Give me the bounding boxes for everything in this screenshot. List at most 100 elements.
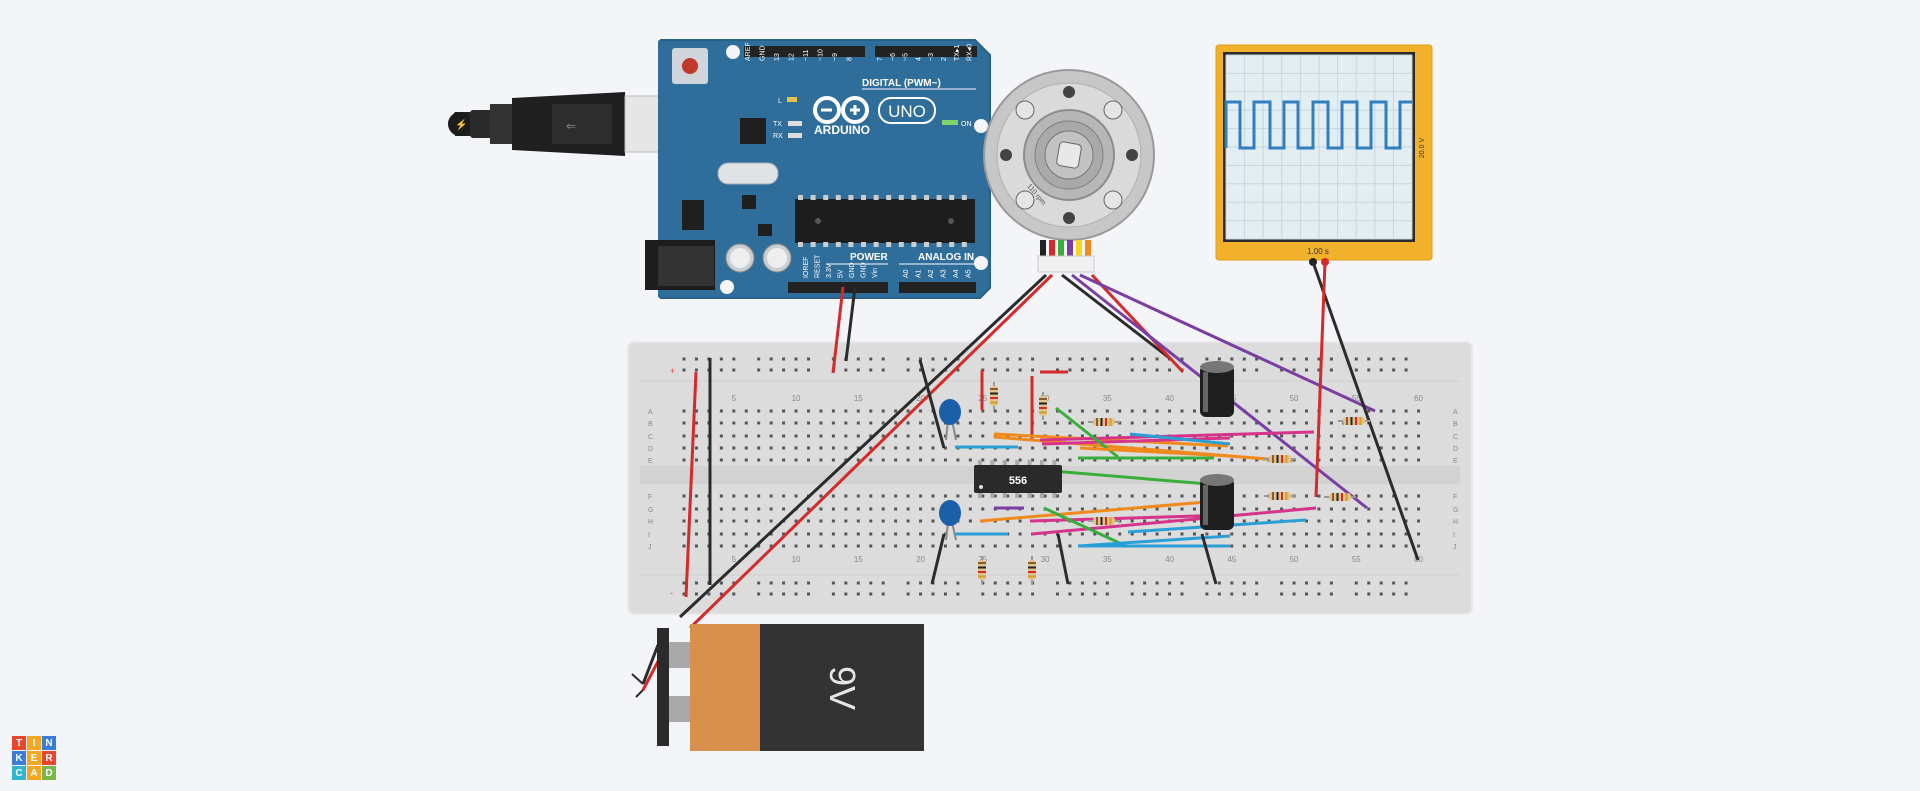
- analog-header-label: ANALOG IN: [918, 252, 974, 263]
- wire-motor-red: [688, 273, 1054, 630]
- power-header-label: POWER: [850, 252, 889, 263]
- analog-pin-label: A5: [966, 269, 973, 278]
- electrolytic-capacitor-top[interactable]: [1200, 361, 1234, 417]
- analog-pin-label: A3: [941, 269, 948, 278]
- logo-letter: E: [27, 751, 41, 765]
- resistor[interactable]: [1264, 455, 1296, 463]
- row-letter: D: [648, 446, 653, 453]
- row-letter: C: [648, 434, 653, 441]
- oscilloscope-trace: [1224, 100, 1412, 150]
- oscilloscope[interactable]: 1.00 s 20.0 V: [1215, 44, 1433, 266]
- resistor[interactable]: [1338, 417, 1370, 425]
- row-letter: G: [1453, 507, 1458, 514]
- column-number: 20: [916, 555, 925, 564]
- column-number: 10: [792, 394, 801, 403]
- column-number: 55: [1352, 555, 1361, 564]
- column-number: 50: [1290, 555, 1299, 564]
- led-l-label: L: [778, 98, 782, 105]
- logo-letter: D: [42, 766, 56, 780]
- column-number: 30: [1041, 555, 1050, 564]
- column-number: 5: [732, 394, 737, 403]
- analog-pin-label: A0: [903, 269, 910, 278]
- digital-pin-label: ~3: [928, 53, 935, 61]
- resistor[interactable]: [990, 382, 998, 410]
- svg-text:-: -: [670, 588, 673, 598]
- digital-header-right: [875, 46, 977, 57]
- row-letter: B: [1453, 421, 1458, 428]
- row-letter: B: [648, 421, 653, 428]
- power-pin-label: 5V: [838, 269, 845, 278]
- scope-time-label: 1.00 s: [1307, 247, 1329, 256]
- wire-gnd: [844, 286, 857, 362]
- ceramic-capacitor-top[interactable]: [939, 399, 961, 441]
- column-number: 5: [732, 555, 737, 564]
- logo-letter: I: [27, 736, 41, 750]
- column-number: 35: [1103, 555, 1112, 564]
- atmega-chip: [795, 199, 975, 243]
- power-pin-label: Vin: [872, 268, 879, 278]
- digital-pin-label: 2: [941, 57, 948, 61]
- row-letter: J: [648, 544, 652, 551]
- logo-letter: A: [27, 766, 41, 780]
- digital-pin-label: AREF: [745, 42, 752, 61]
- svg-text:+: +: [670, 366, 675, 376]
- resistor[interactable]: [1088, 418, 1120, 426]
- row-letter: A: [1453, 409, 1458, 416]
- svg-text:⚡: ⚡: [455, 118, 467, 131]
- resistor[interactable]: [1324, 493, 1356, 501]
- column-number: 55: [1352, 394, 1361, 403]
- column-number: 35: [1103, 394, 1112, 403]
- row-letter: E: [648, 458, 653, 465]
- column-number: 10: [792, 555, 801, 564]
- analog-header: [899, 282, 976, 293]
- rail-minus-bottom-label: -: [670, 588, 673, 598]
- arduino-model: UNO: [888, 102, 926, 121]
- digital-pin-label: 8: [847, 57, 854, 61]
- column-number: 15: [854, 394, 863, 403]
- scope-volt-label: 20.0 V: [1419, 138, 1426, 159]
- resistor[interactable]: [1264, 492, 1296, 500]
- digital-pin-label: 12: [789, 53, 796, 61]
- column-number: 40: [1165, 555, 1174, 564]
- wire-scope-red: [1314, 261, 1327, 498]
- resistor[interactable]: [1028, 556, 1036, 584]
- chip-label: 556: [1009, 475, 1027, 487]
- voltage-regulator: [682, 200, 704, 230]
- power-pin-label: IOREF: [803, 257, 810, 278]
- ic-556[interactable]: 556: [974, 460, 1062, 498]
- led-tx-label: TX: [773, 121, 782, 128]
- resistor[interactable]: [1039, 392, 1047, 420]
- column-number: 15: [854, 555, 863, 564]
- dc-motor[interactable]: 110 rpm: [983, 69, 1155, 273]
- digital-pin-label: 7: [877, 57, 884, 61]
- row-letter: C: [1453, 434, 1458, 441]
- row-letter: I: [648, 532, 650, 539]
- row-letter: F: [648, 494, 652, 501]
- wire-5v: [831, 286, 845, 374]
- resistor[interactable]: [1088, 517, 1120, 525]
- logo-letter: R: [42, 751, 56, 765]
- board-components[interactable]: 556: [939, 361, 1370, 584]
- arduino-logo: [813, 96, 869, 124]
- logo-letter: T: [12, 736, 26, 750]
- electrolytic-capacitor-bottom[interactable]: [1200, 474, 1234, 530]
- ceramic-capacitor-bottom[interactable]: [939, 500, 961, 541]
- digital-pin-label: GND: [760, 45, 767, 61]
- row-letter: H: [1453, 519, 1458, 526]
- analog-pin-label: A4: [953, 269, 960, 278]
- row-letter: I: [1453, 532, 1455, 539]
- row-letter: J: [1453, 544, 1457, 551]
- digital-pin-label: ~6: [890, 53, 897, 61]
- power-header: [788, 282, 888, 293]
- resistor[interactable]: [978, 556, 986, 584]
- row-letter: D: [1453, 446, 1458, 453]
- battery-label: 9V: [822, 666, 863, 710]
- wire-motor-black: [678, 273, 1048, 619]
- battery-9v[interactable]: 9V: [631, 624, 924, 751]
